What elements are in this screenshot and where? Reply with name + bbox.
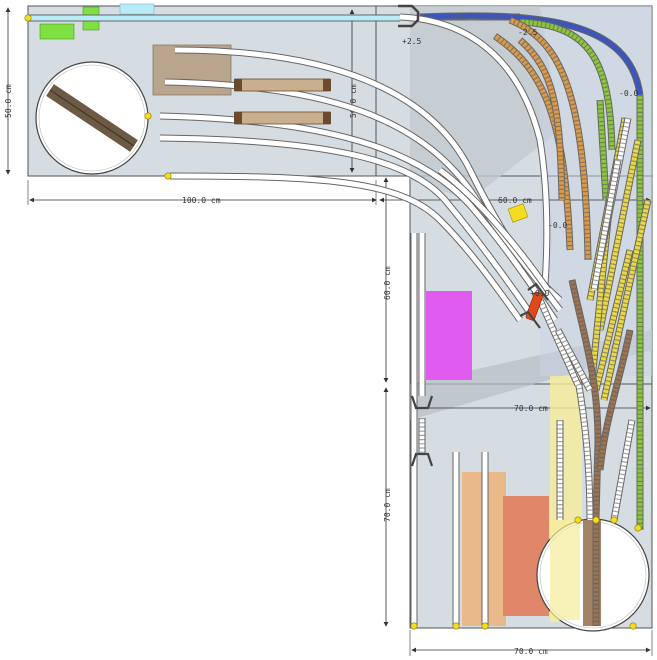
- elev-right-edge: -0.0: [619, 89, 638, 98]
- dim-top-width: 100.0 cm: [182, 196, 221, 205]
- elev-middle: -0.0: [548, 221, 567, 230]
- track-end-cap: [629, 622, 637, 630]
- loop-curve: [399, 14, 550, 286]
- white-ladder-2-ties: [591, 159, 621, 291]
- elev-near-switch: +0.0: [530, 289, 549, 298]
- switch-ladder-2-ties: [555, 328, 593, 392]
- white-siding-lower-2-ties: [611, 419, 635, 521]
- track-end-cap: [452, 622, 460, 630]
- orange-curve-3-ties: [518, 38, 565, 201]
- elev-upper-right: -2.5: [518, 28, 537, 37]
- turntable-left: [35, 61, 149, 175]
- track-end-cap: [410, 622, 418, 630]
- dim-bottom-width: 70.0 cm: [514, 647, 548, 656]
- track-end-cap: [574, 516, 582, 524]
- siding-curve-5: [169, 173, 523, 322]
- brown-main: [569, 279, 601, 521]
- orange-curve-2-ties: [493, 33, 573, 251]
- switch-ladder: [537, 298, 581, 387]
- dim-mid-width: 70.0 cm: [514, 404, 548, 413]
- track-end-cap: [481, 622, 489, 630]
- dim-inner-height: 50.0 cm: [349, 84, 358, 118]
- dim-right-height: 60.0 cm: [383, 266, 392, 300]
- track-end-cap: [610, 516, 618, 524]
- green-building: [39, 23, 75, 40]
- elev-entry: +2.5: [402, 37, 421, 46]
- blue-curve-ties: [419, 13, 643, 96]
- inner-curve: [438, 168, 551, 292]
- white-siding-lower-3: [575, 379, 593, 521]
- track-end-caps: [24, 14, 642, 630]
- dim-left-height: 50.0 cm: [4, 84, 13, 118]
- shadow-band-upper: [410, 6, 560, 200]
- track-end-cap: [144, 112, 152, 120]
- track-end-cap: [592, 516, 600, 524]
- orange-curve-4: [597, 99, 609, 201]
- magenta-building: [426, 291, 472, 380]
- siding-curve-4: [159, 135, 531, 312]
- track-end-cap: [634, 524, 642, 532]
- track-layer: [28, 12, 652, 626]
- dimension-lines: 100.0 cm 50.0 cm 50.0 cm 60.0 cm 60.0 cm…: [4, 7, 653, 656]
- track-end-cap: [24, 14, 32, 22]
- buffer-stops: [398, 4, 549, 467]
- yellow-track-5-ties: [593, 249, 633, 391]
- elevation-labels: +2.5 -2.5 -0.0 -0.0 +0.0: [402, 28, 638, 298]
- orange-curve-1-ties: [509, 17, 591, 261]
- green-curve-outer: [519, 19, 615, 151]
- yellow-marker: [507, 203, 529, 223]
- dim-lower-height: 70.0 cm: [383, 488, 392, 522]
- light-blue-block: [119, 3, 155, 15]
- brown-branch-ties: [597, 329, 633, 471]
- yellow-track-4-ties: [601, 199, 651, 401]
- dim-corner-width: 60.0 cm: [498, 196, 532, 205]
- track-end-cap: [164, 172, 172, 180]
- yellow-track-2-ties: [597, 139, 641, 331]
- wagon-1: [234, 78, 331, 92]
- wagon-2: [234, 111, 331, 125]
